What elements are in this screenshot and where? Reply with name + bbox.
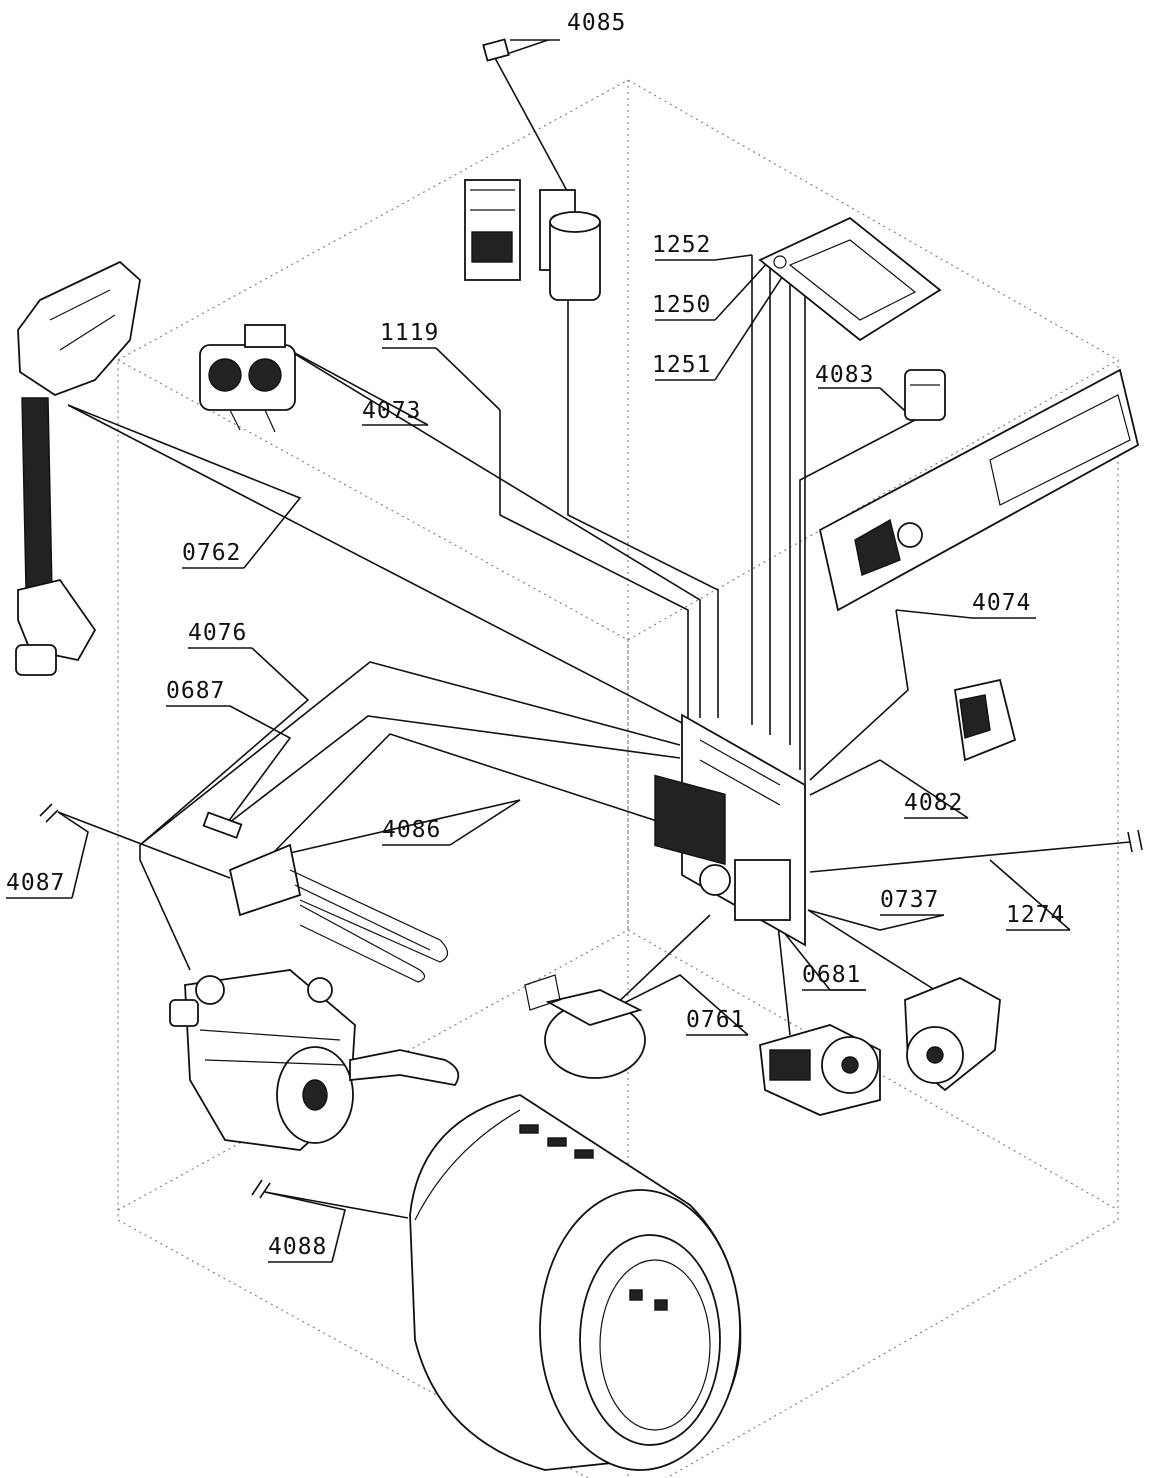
leader-lines — [6, 39, 1143, 1263]
label-4082: 4082 — [904, 790, 963, 816]
water-valve-part — [199, 324, 296, 433]
label-4087: 4087 — [6, 870, 65, 896]
display-board-part — [818, 368, 1140, 612]
label-0761: 0761 — [686, 1007, 745, 1033]
label-4086: 4086 — [382, 817, 441, 843]
label-1251: 1251 — [652, 352, 711, 378]
label-4083: 4083 — [815, 362, 874, 388]
label-4088: 4088 — [268, 1234, 327, 1260]
label-4085: 4085 — [567, 10, 626, 36]
relay-4082-part — [953, 678, 1017, 762]
label-0762: 0762 — [182, 540, 241, 566]
drain-pump-0681-part — [759, 1024, 881, 1116]
top-bracket-part — [758, 216, 942, 342]
hose-part — [15, 260, 141, 676]
label-1119: 1119 — [380, 320, 439, 346]
interference-filter-part — [464, 38, 521, 281]
label-1250: 1250 — [652, 292, 711, 318]
label-1252: 1252 — [652, 232, 711, 258]
pressure-sensor-part — [524, 974, 646, 1079]
label-0737: 0737 — [880, 887, 939, 913]
drain-pump-0737-part — [904, 977, 1001, 1092]
label-4074: 4074 — [972, 590, 1031, 616]
label-0681: 0681 — [802, 962, 861, 988]
label-4073: 4073 — [362, 398, 421, 424]
capacitor-part — [539, 189, 601, 301]
label-0687: 0687 — [166, 678, 225, 704]
heater-part — [202, 811, 449, 983]
part-labels: 4085 1252 1250 1251 4083 1119 4073 0762 … — [6, 10, 1065, 1260]
main-control-board-part — [654, 713, 806, 947]
motor-part — [169, 969, 460, 1151]
label-4076: 4076 — [188, 620, 247, 646]
drum-part — [409, 1094, 742, 1471]
connector-4083-part — [904, 369, 946, 421]
label-1274: 1274 — [1006, 902, 1065, 928]
